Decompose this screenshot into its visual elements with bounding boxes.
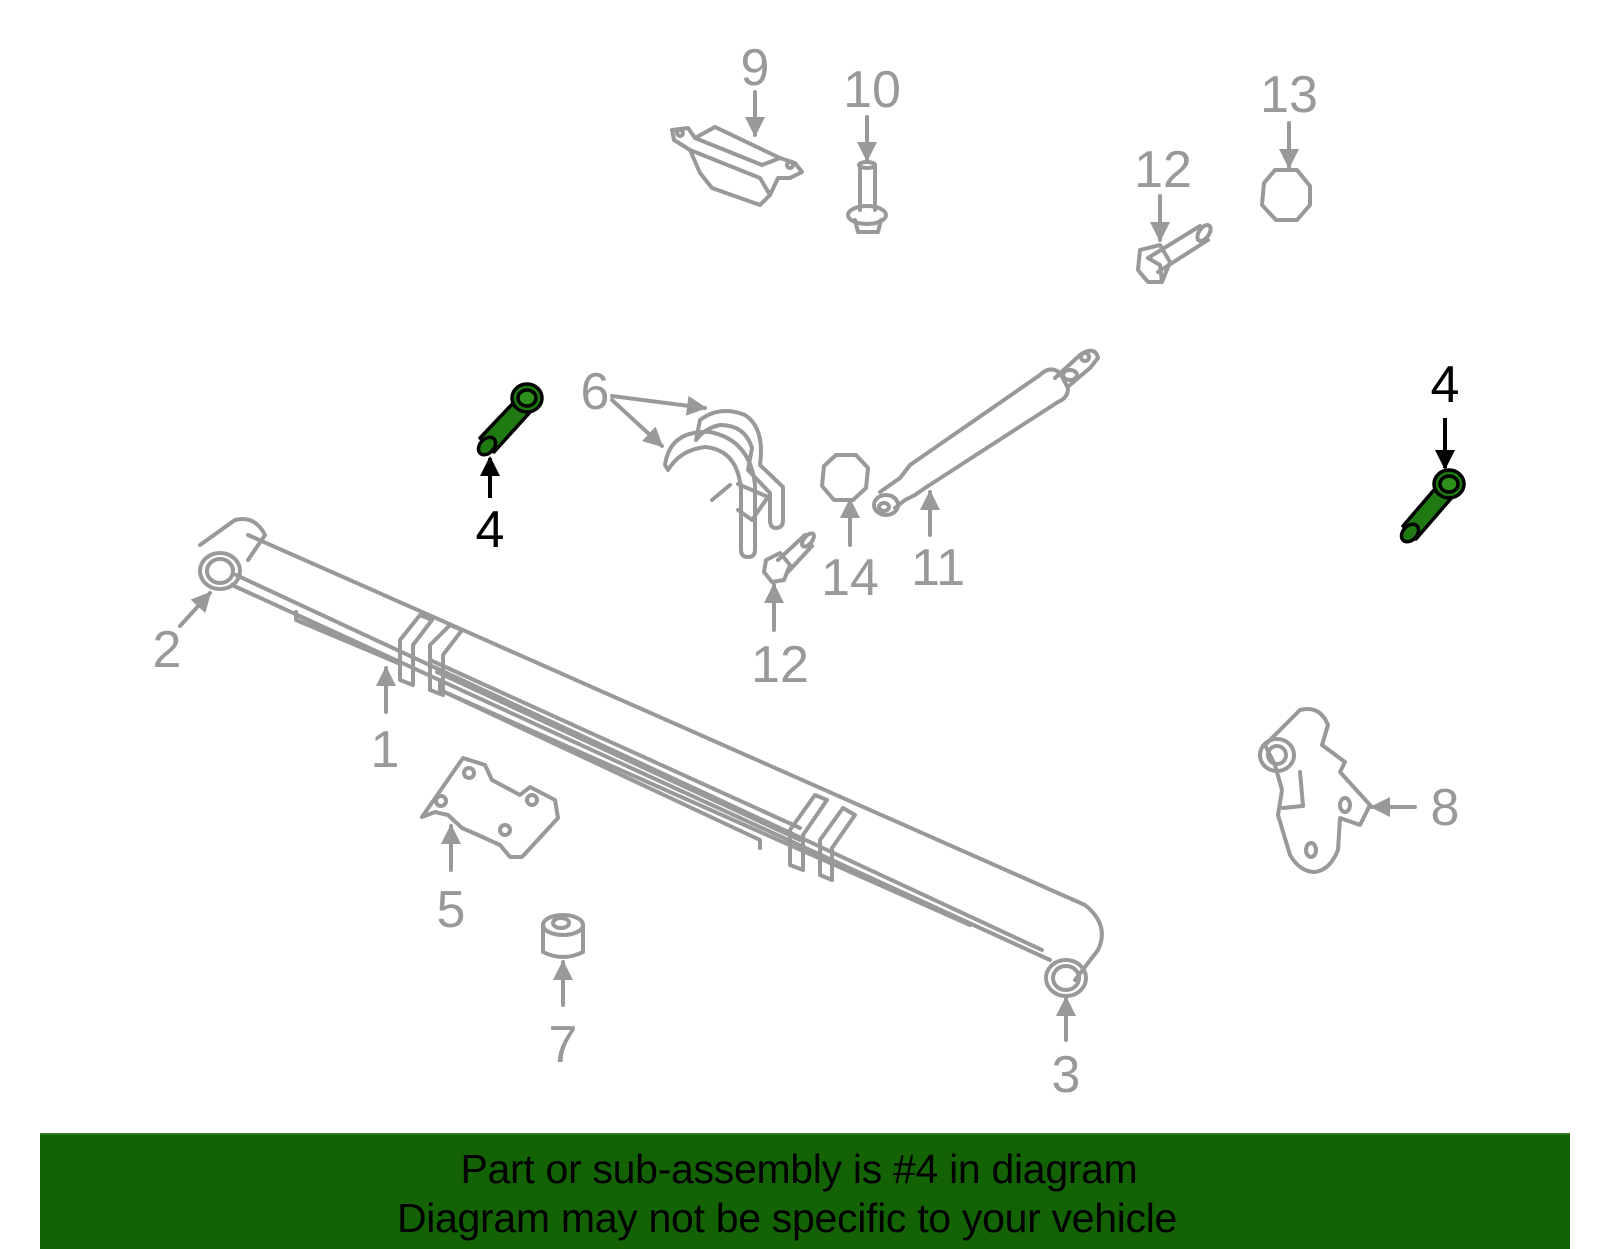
callout-1[interactable]: 1 [370, 721, 400, 779]
callout-10[interactable]: 10 [843, 61, 901, 119]
leader-arrows [178, 90, 1417, 1042]
leaf-spring-part-1[interactable] [198, 517, 1104, 982]
bolt-part-12-top[interactable] [1136, 223, 1213, 284]
callout-7[interactable]: 7 [548, 1016, 578, 1074]
callout-4-right[interactable]: 4 [1430, 356, 1460, 414]
bolt-part-12-bottom[interactable] [762, 531, 816, 584]
info-banner: Part or sub-assembly is #4 in diagram Di… [40, 1133, 1570, 1249]
callout-6[interactable]: 6 [580, 363, 610, 421]
callout-8[interactable]: 8 [1430, 779, 1460, 837]
spring-plate-part-5[interactable] [420, 756, 560, 859]
callout-12-bottom[interactable]: 12 [751, 636, 809, 694]
banner-part-notice: Part or sub-assembly is #4 in diagram [460, 1146, 1138, 1192]
bump-stop-part-7[interactable] [541, 913, 585, 959]
highlight-arrows [480, 418, 1455, 498]
front-bushing-part-2[interactable] [198, 551, 242, 591]
bolt-part-10[interactable] [846, 160, 888, 234]
callout-14[interactable]: 14 [821, 549, 879, 607]
nut-part-14[interactable] [820, 453, 870, 502]
callout-3[interactable]: 3 [1051, 1046, 1081, 1104]
rear-bushing-part-3[interactable] [1044, 958, 1088, 998]
callout-12-top[interactable]: 12 [1134, 141, 1192, 199]
shackle-part-8[interactable] [1258, 707, 1372, 874]
bracket-part-9[interactable] [670, 125, 804, 207]
u-bolts-part-6[interactable] [663, 409, 785, 559]
bolt-part-4-left[interactable] [475, 382, 544, 458]
bolt-part-4-right[interactable] [1398, 468, 1466, 545]
shock-absorber-part-11[interactable] [872, 348, 1100, 517]
callout-13[interactable]: 13 [1260, 66, 1318, 124]
callout-5[interactable]: 5 [436, 881, 466, 939]
banner-disclaimer: Diagram may not be specific to your vehi… [396, 1195, 1178, 1241]
nut-part-13[interactable] [1260, 168, 1312, 222]
callout-4-left[interactable]: 4 [475, 501, 505, 559]
callout-9[interactable]: 9 [740, 39, 770, 97]
callout-11[interactable]: 11 [911, 539, 965, 597]
callout-2[interactable]: 2 [152, 621, 182, 679]
